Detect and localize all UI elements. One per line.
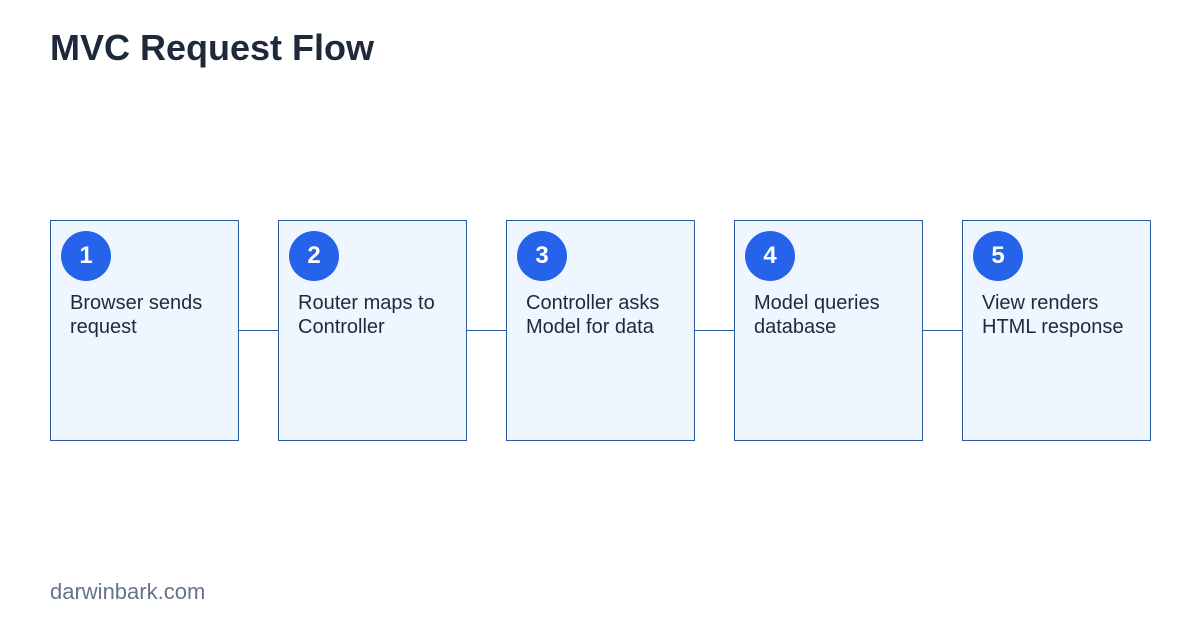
footer-site-name: darwinbark.com xyxy=(50,579,206,604)
step-label: Router maps to Controller xyxy=(298,292,435,338)
step-number-badge: 3 xyxy=(517,231,567,281)
step-box-2: 2 Router maps to Controller xyxy=(278,220,467,441)
step-label: View renders HTML response xyxy=(982,292,1124,338)
step-box-5: 5 View renders HTML response xyxy=(962,220,1151,441)
connector-4-5 xyxy=(923,330,962,331)
connector-2-3 xyxy=(467,330,506,331)
step-label: Controller asks Model for data xyxy=(526,292,660,338)
page-title: MVC Request Flow xyxy=(50,27,375,68)
step-number-badge: 2 xyxy=(289,231,339,281)
step-label: Browser sends request xyxy=(70,292,203,338)
flow-diagram: 1 Browser sends request 2 Router maps to… xyxy=(50,220,1151,441)
step-box-3: 3 Controller asks Model for data xyxy=(506,220,695,441)
step-box-4: 4 Model queries database xyxy=(734,220,923,441)
connector-3-4 xyxy=(695,330,734,331)
step-label: Model queries database xyxy=(754,292,880,338)
step-box-1: 1 Browser sends request xyxy=(50,220,239,441)
connector-1-2 xyxy=(239,330,278,331)
step-number-badge: 4 xyxy=(745,231,795,281)
step-number-badge: 5 xyxy=(973,231,1023,281)
step-number-badge: 1 xyxy=(61,231,111,281)
